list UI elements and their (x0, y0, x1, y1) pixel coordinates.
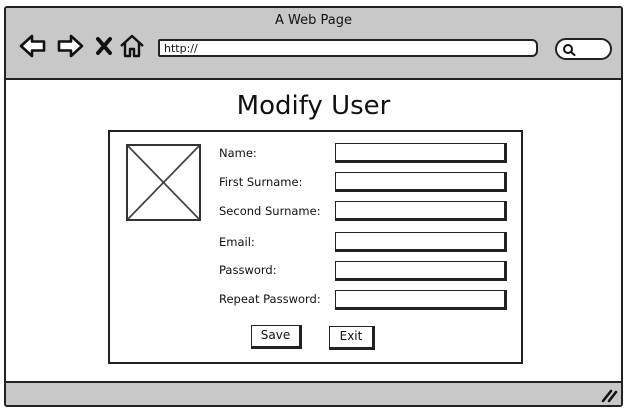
image-placeholder-icon (128, 146, 199, 219)
second-surname-input[interactable] (335, 201, 507, 221)
back-button[interactable] (19, 33, 47, 59)
home-button[interactable] (119, 33, 145, 59)
close-icon (96, 37, 112, 55)
page-content: Modify User Name: First Surname: Second … (6, 80, 621, 381)
save-button[interactable]: Save (251, 325, 302, 349)
page-title: Modify User (236, 91, 391, 121)
forward-button[interactable] (56, 33, 84, 59)
name-label: Name: (219, 146, 257, 160)
home-icon (120, 34, 144, 58)
password-input[interactable] (335, 261, 507, 281)
second-surname-label: Second Surname: (219, 204, 321, 218)
first-surname-label: First Surname: (219, 175, 303, 189)
password-label: Password: (219, 263, 277, 277)
browser-window: A Web Page http:// (4, 6, 623, 407)
avatar-image (126, 144, 201, 221)
status-bar (6, 381, 621, 405)
arrow-right-icon (57, 34, 84, 58)
search-icon (563, 44, 576, 56)
browser-toolbar: A Web Page http:// (6, 8, 621, 80)
resize-grip[interactable] (600, 387, 618, 403)
window-title: A Web Page (275, 13, 352, 28)
address-bar-text: http:// (164, 42, 198, 55)
resize-grip-icon (601, 389, 618, 403)
email-input[interactable] (335, 232, 507, 252)
exit-button[interactable]: Exit (329, 326, 375, 350)
arrow-left-icon (19, 34, 46, 58)
repeat-password-label: Repeat Password: (219, 292, 321, 306)
repeat-password-input[interactable] (335, 290, 507, 310)
first-surname-input[interactable] (335, 172, 507, 192)
search-button[interactable] (555, 38, 612, 60)
email-label: Email: (219, 235, 255, 249)
name-input[interactable] (335, 143, 507, 163)
address-bar[interactable]: http:// (158, 39, 538, 57)
stop-button[interactable] (94, 33, 114, 59)
modify-user-form: Name: First Surname: Second Surname: Ema… (108, 130, 523, 364)
